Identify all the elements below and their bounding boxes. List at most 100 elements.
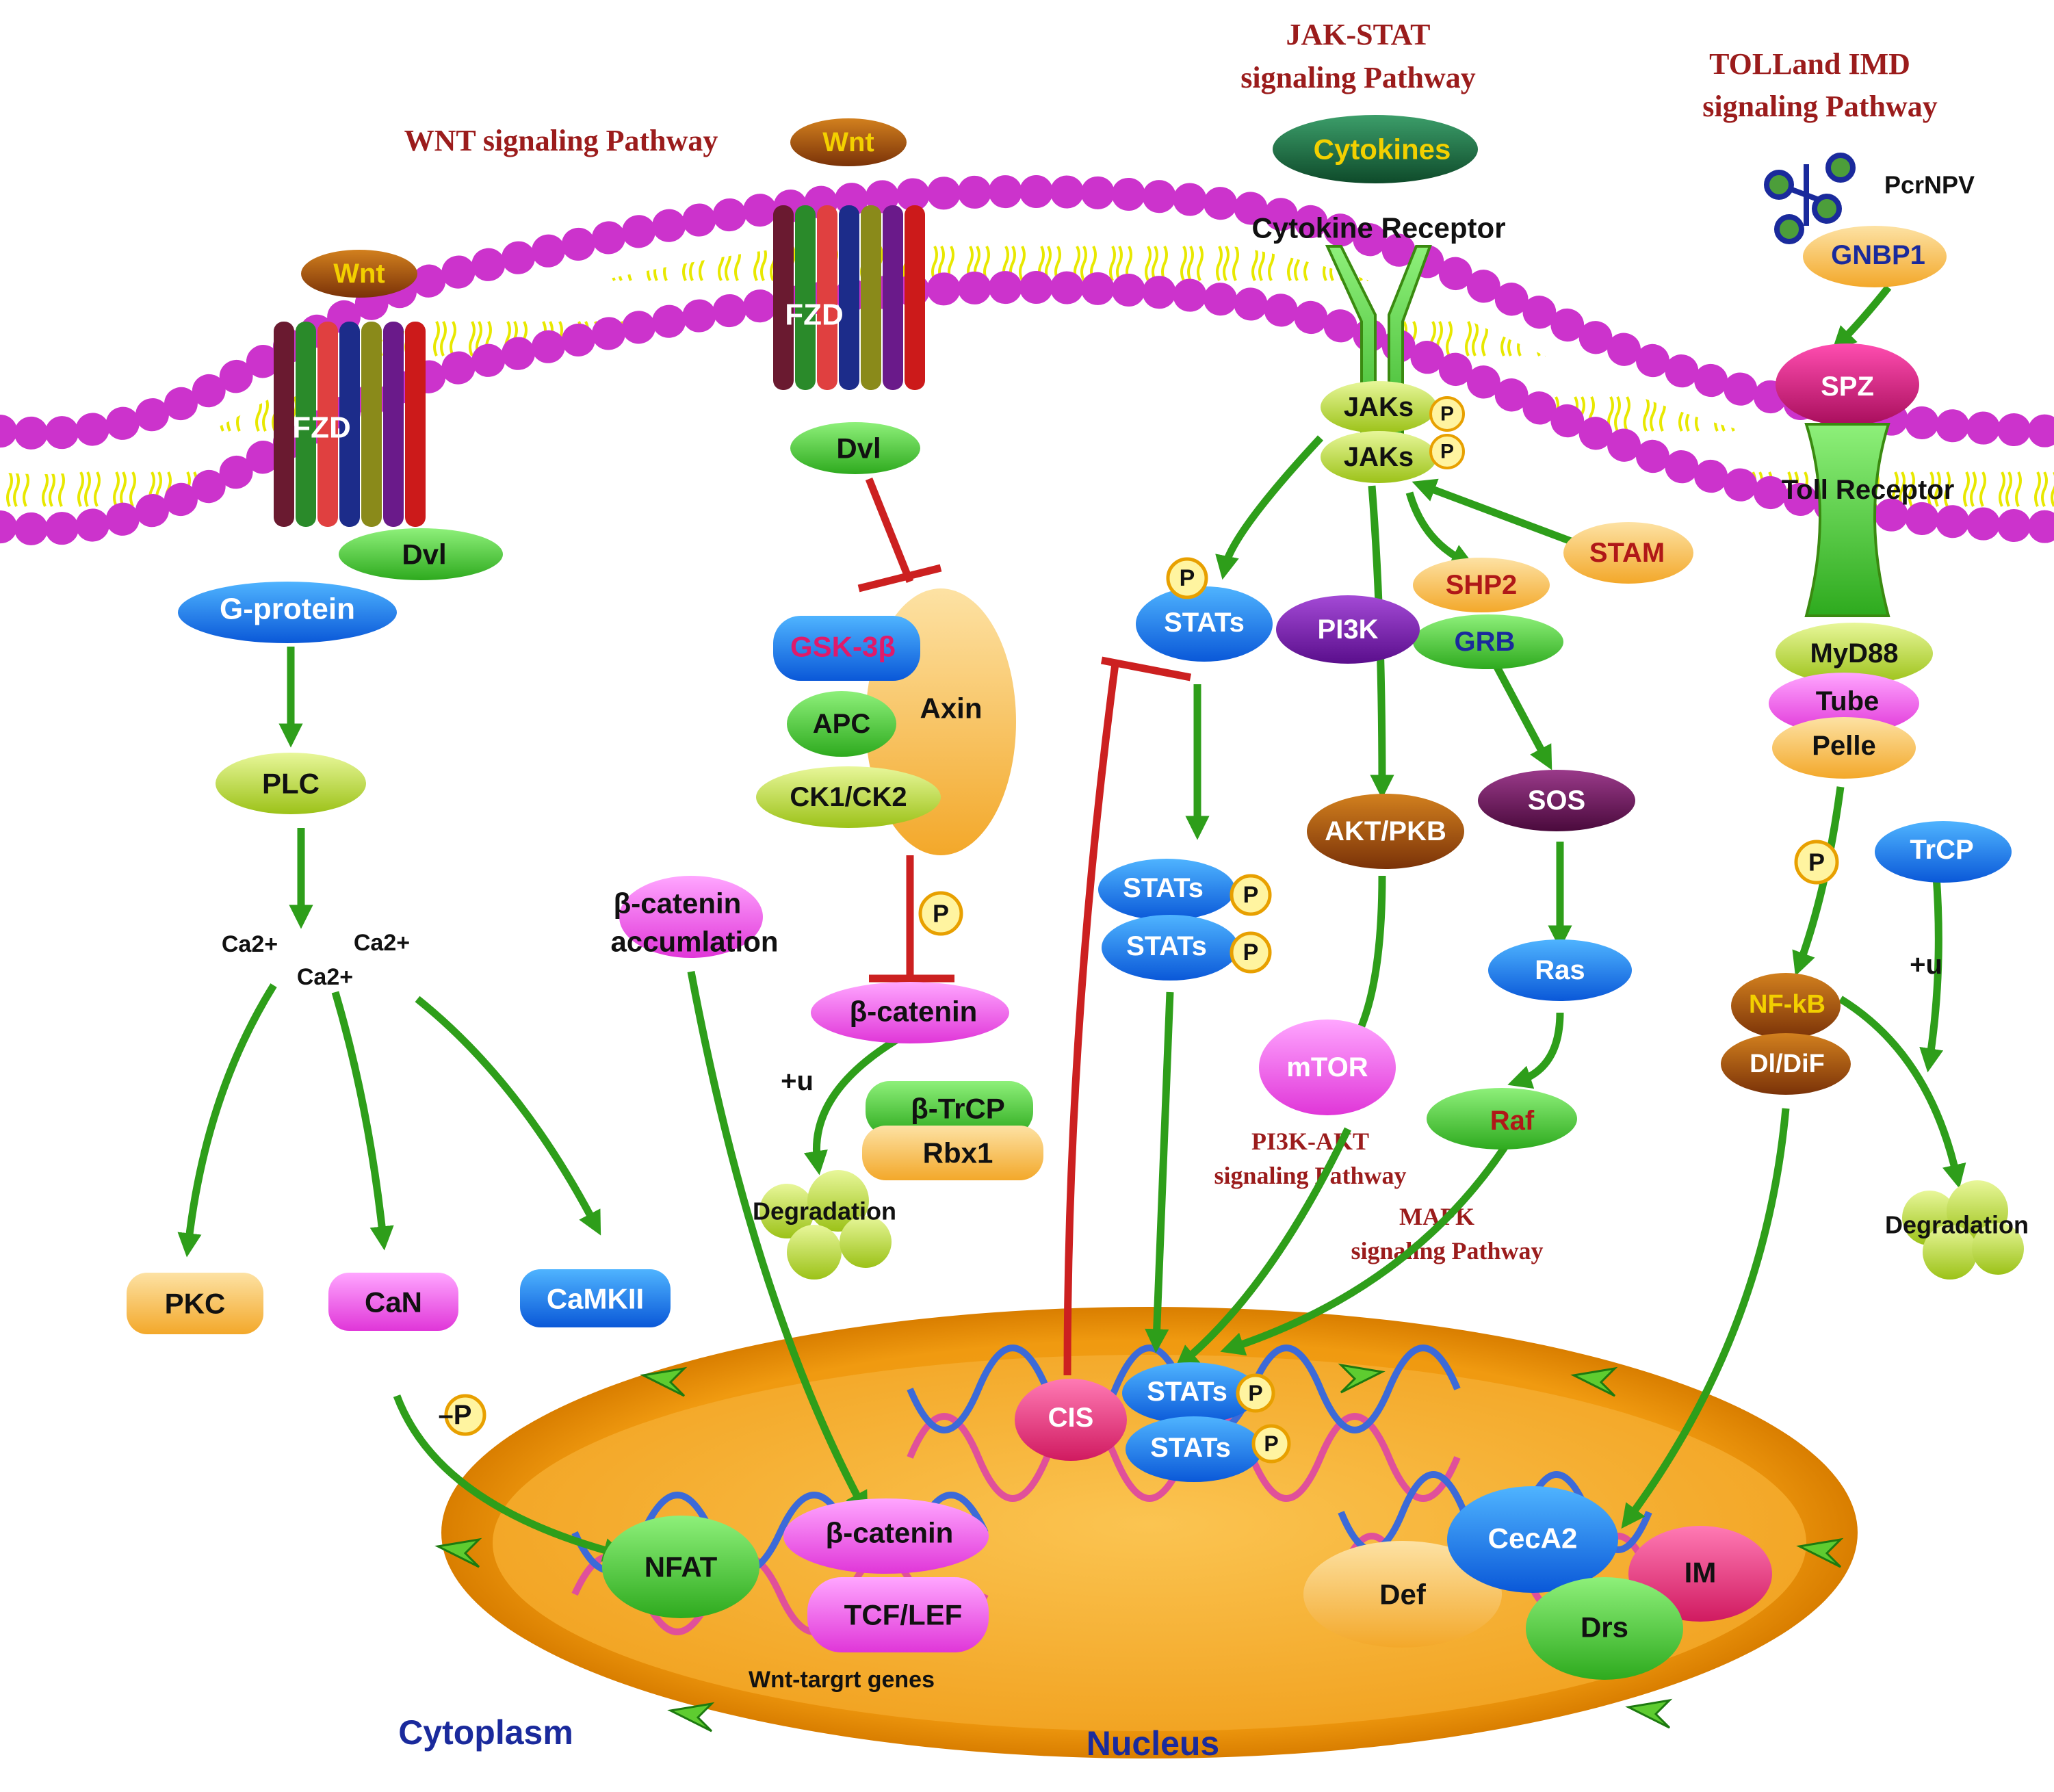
phosphate-icon-nucleus-lower: [1251, 1424, 1291, 1464]
cis-label: CIS: [1048, 1403, 1094, 1433]
phosphate-icon-stats-upper: [1230, 874, 1272, 916]
stats-dimer-lower-label: STATs: [1126, 931, 1207, 961]
stam-label: STAM: [1589, 538, 1665, 568]
jaks-upper: [1321, 381, 1437, 433]
grb: [1413, 614, 1563, 669]
phosphate-jak1-label: P: [1440, 403, 1454, 426]
phosphate-icon-bcat: [918, 891, 963, 936]
stats-top-label: STATs: [1164, 608, 1245, 638]
fzd-left-label: FZD: [292, 411, 351, 445]
jaks-upper-label: JAKs: [1344, 392, 1414, 422]
shp2: [1413, 558, 1550, 612]
nfat-label: NFAT: [645, 1551, 718, 1583]
degradation-wnt-label: Degradation: [753, 1197, 896, 1225]
calcium-label-1: Ca2+: [222, 931, 278, 957]
phosphate-icon-can: [444, 1394, 486, 1436]
gnbp1-label: GNBP1: [1831, 240, 1925, 270]
stats-nucleus-upper: [1122, 1362, 1259, 1424]
can-label: CaN: [365, 1286, 422, 1319]
cytokines-label: Cytokines: [1314, 133, 1451, 166]
beta-trcp-label: β-TrCP: [911, 1093, 1005, 1125]
g-protein: [178, 582, 397, 643]
wnt-ligand-mid: [790, 118, 907, 166]
phosphate-icon-toll: [1794, 840, 1839, 885]
pi3k-pathway-title-line1: PI3K-AKT: [1251, 1128, 1369, 1155]
nf-kb-label: NF-kB: [1749, 990, 1825, 1019]
mtor: [1259, 1020, 1396, 1115]
dvl-mid-label: Dvl: [836, 432, 881, 465]
pi3k-pathway-title-line2: signaling Pathway: [1214, 1162, 1406, 1189]
pelle: [1772, 717, 1916, 779]
plus-u-toll-label: +u: [1910, 950, 1942, 980]
stats-dimer-upper-label: STATs: [1123, 873, 1204, 903]
stats-top: [1136, 586, 1273, 662]
stam: [1563, 522, 1693, 584]
stats-nucleus-upper-label: STATs: [1147, 1377, 1227, 1407]
mtor-label: mTOR: [1286, 1052, 1368, 1082]
cytokine-receptor-label: Cytokine Receptor: [1251, 212, 1505, 244]
cytoplasm-label: Cytoplasm: [398, 1713, 573, 1752]
beta-catenin-nucleus-label: β-catenin: [826, 1517, 954, 1549]
myd88: [1776, 623, 1933, 684]
phosphate-jak2-label: P: [1440, 441, 1454, 463]
nfat: [602, 1516, 759, 1618]
pkc-label: PKC: [165, 1288, 226, 1320]
drs: [1526, 1577, 1683, 1680]
minus-p-label: –P: [439, 1400, 472, 1430]
pi3k-label: PI3K: [1318, 614, 1379, 645]
sos-label: SOS: [1528, 785, 1585, 816]
shp2-label: SHP2: [1446, 570, 1518, 600]
phosphate-stats-label: P: [1180, 565, 1195, 591]
can: [328, 1273, 458, 1331]
myd88-label: MyD88: [1810, 638, 1899, 668]
pi3k: [1276, 595, 1420, 664]
beta-trcp: [866, 1081, 1033, 1136]
phosphate-nucleus-upper-label: P: [1248, 1381, 1262, 1405]
stats-nucleus-lower-label: STATs: [1150, 1433, 1231, 1463]
beta-catenin-cytoplasm-label: β-catenin: [850, 996, 978, 1028]
ck1-ck2-label: CK1/CK2: [790, 782, 907, 812]
wnt-ligand-left-label: Wnt: [333, 259, 385, 289]
rbx1: [862, 1126, 1043, 1180]
beta-catenin-accumulation: [619, 876, 763, 958]
phosphate-icon-nucleus-upper: [1236, 1373, 1275, 1413]
jak-pathway-title-line1: JAK-STAT: [1286, 18, 1430, 51]
phosphate-stats-upper-label: P: [1243, 882, 1259, 908]
drs-label: Drs: [1581, 1611, 1628, 1644]
pkc: [127, 1273, 263, 1334]
camkii: [520, 1269, 671, 1327]
def: [1303, 1541, 1502, 1648]
tube-label: Tube: [1816, 686, 1880, 716]
trcp: [1875, 821, 2012, 883]
toll-receptor-label: Toll Receptor: [1782, 475, 1955, 505]
bcat-accumulation-label-2: accumlation: [610, 926, 778, 958]
fzd-mid-label: FZD: [785, 298, 844, 332]
gnbp1: [1803, 226, 1947, 287]
phosphate-toll-label: P: [1808, 848, 1825, 876]
ceca2: [1447, 1486, 1618, 1593]
phosphate-icon-jak1: [1429, 396, 1465, 432]
pelle-label: Pelle: [1812, 731, 1875, 761]
phosphate-icon-stats: [1166, 557, 1208, 599]
nuclear-pores: [434, 1363, 1844, 1732]
akt-pkb-label: AKT/PKB: [1325, 816, 1446, 846]
wnt-target-genes-label: Wnt-targrt genes: [749, 1667, 935, 1693]
grb-label: GRB: [1455, 627, 1516, 657]
tube: [1769, 673, 1919, 734]
trcp-label: TrCP: [1910, 835, 1973, 865]
stats-dimer-lower: [1102, 915, 1238, 981]
dl-dif-label: Dl/DiF: [1750, 1050, 1825, 1078]
degradation-proteasome-toll: [1902, 1180, 2024, 1280]
fzd-receptor-mid: [773, 205, 925, 390]
jaks-lower-label: JAKs: [1344, 442, 1414, 472]
plc-label: PLC: [262, 768, 320, 800]
stats-dimer-upper: [1098, 859, 1235, 920]
dvl-left: [339, 528, 503, 580]
spz-label: SPZ: [1821, 372, 1874, 402]
nucleus-label: Nucleus: [1087, 1724, 1220, 1763]
activation-arrows: [177, 285, 1966, 1562]
g-protein-label: G-protein: [220, 593, 355, 626]
calcium-label-3: Ca2+: [297, 964, 353, 990]
plus-u-wnt-label: +u: [781, 1066, 814, 1096]
